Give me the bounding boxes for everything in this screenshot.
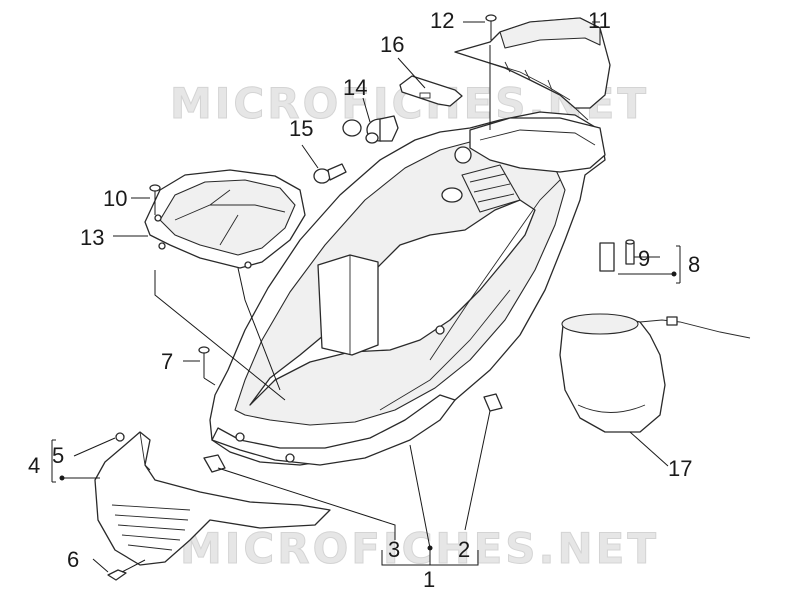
callout-12: 12 bbox=[430, 8, 454, 33]
callout-9: 9 bbox=[638, 246, 650, 271]
socket-part bbox=[342, 115, 399, 144]
callout-17: 17 bbox=[668, 456, 692, 481]
bag-part bbox=[559, 313, 751, 433]
rear-cover-part bbox=[454, 17, 611, 121]
callout-11: 11 bbox=[588, 8, 611, 33]
callout-1: 1 bbox=[423, 567, 435, 592]
leader-lines bbox=[51, 21, 681, 573]
lid-part bbox=[144, 169, 306, 269]
screw-part-10 bbox=[149, 184, 161, 215]
helmet-compartment bbox=[209, 111, 606, 466]
screw-part-7 bbox=[198, 346, 210, 378]
callout-3: 3 bbox=[388, 537, 400, 562]
screw-part-12 bbox=[485, 14, 497, 40]
watermark-bottom: MICROFICHES.NET bbox=[180, 524, 659, 573]
connector-dot-8 bbox=[671, 271, 677, 277]
connector-dot-4 bbox=[59, 475, 65, 481]
callout-13: 13 bbox=[80, 225, 104, 250]
small-cover-part bbox=[399, 75, 463, 107]
callout-2: 2 bbox=[458, 537, 470, 562]
clip-part-2 bbox=[483, 393, 503, 412]
clip-part-3 bbox=[203, 454, 226, 473]
callout-6: 6 bbox=[67, 547, 79, 572]
callout-14: 14 bbox=[343, 75, 367, 100]
callout-5: 5 bbox=[52, 443, 64, 468]
connector-dot-1 bbox=[427, 545, 433, 551]
fuse-part bbox=[599, 239, 635, 272]
callout-4: 4 bbox=[28, 453, 40, 478]
callout-15: 15 bbox=[289, 116, 313, 141]
bolt-part-15 bbox=[313, 163, 347, 184]
screw-part-6 bbox=[107, 559, 146, 581]
front-panel-part bbox=[94, 431, 331, 566]
callout-10: 10 bbox=[103, 186, 127, 211]
callout-8: 8 bbox=[688, 252, 700, 277]
callout-7: 7 bbox=[161, 349, 173, 374]
callout-16: 16 bbox=[380, 32, 404, 57]
